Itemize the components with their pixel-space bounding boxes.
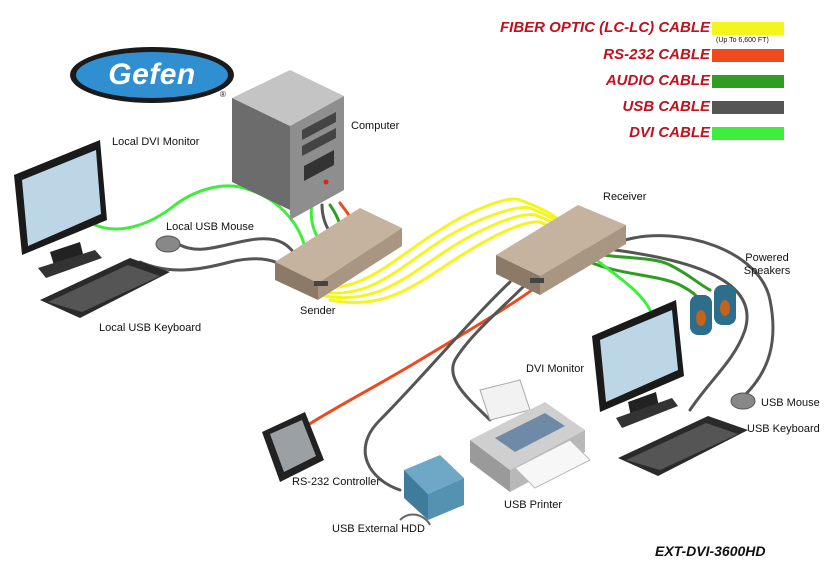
remote-usb-keyboard	[618, 416, 748, 476]
label-computer: Computer	[351, 120, 400, 132]
usb-printer	[451, 283, 527, 422]
usb-hdd	[363, 280, 512, 492]
label-local-usb-mouse: Local USB Mouse	[166, 221, 255, 233]
legend-swatch-audio	[712, 75, 784, 88]
legend-label-usb: USB CABLE	[622, 98, 710, 115]
legend-swatch-rs232	[712, 49, 784, 62]
label-sender: Sender	[300, 305, 336, 317]
label-usb-keyboard: USB Keyboard	[747, 423, 820, 435]
local-usb-mouse	[155, 235, 181, 253]
usb-cables	[138, 203, 775, 492]
label-powered-speakers-1: Powered	[745, 252, 789, 264]
dvi-local-monitor	[93, 184, 307, 250]
receiver-box	[496, 205, 626, 295]
legend-swatch-fiber	[712, 22, 784, 35]
label-local-dvi-monitor: Local DVI Monitor	[112, 136, 200, 148]
registered-mark: ®	[220, 90, 226, 99]
dvi-computer	[309, 203, 320, 240]
legend-label-rs232: RS-232 CABLE	[603, 46, 710, 63]
computer-tower	[232, 70, 344, 220]
dvi-remote-monitor	[588, 253, 652, 312]
legend-label-dvi: DVI CABLE	[629, 124, 710, 141]
sender-box	[275, 208, 402, 300]
usb-local-mouse	[178, 237, 302, 264]
rs232-controller-device	[262, 412, 324, 482]
label-usb-printer: USB Printer	[504, 499, 563, 511]
model-number: EXT-DVI-3600HD	[655, 543, 766, 559]
usb-remote-mouse	[623, 234, 775, 397]
label-rs232-controller: RS-232 Controller	[292, 476, 381, 488]
remote-dvi-monitor	[592, 300, 684, 428]
remote-usb-mouse	[730, 392, 756, 410]
label-local-usb-keyboard: Local USB Keyboard	[99, 322, 202, 334]
legend-swatch-dvi	[712, 127, 784, 140]
rs232-cable-line	[298, 280, 545, 432]
brand-logo-text: Gefen	[108, 58, 196, 91]
local-usb-keyboard	[40, 258, 170, 318]
legend-label-audio: AUDIO CABLE	[605, 72, 710, 89]
label-powered-speakers-2: Speakers	[743, 265, 791, 277]
usb-remote-keyboard	[613, 248, 749, 412]
fiber-cable-1	[298, 197, 566, 290]
powered-speakers	[690, 285, 736, 335]
gefen-logo	[70, 47, 234, 103]
legend-label-fiber: FIBER OPTIC (LC-LC) CABLE	[500, 19, 710, 36]
label-receiver: Receiver	[603, 191, 647, 203]
brand-logo: Gefen	[72, 49, 232, 101]
legend-swatch-usb	[712, 101, 784, 114]
label-dvi-monitor: DVI Monitor	[526, 363, 585, 375]
local-dvi-monitor	[14, 140, 107, 278]
usb-printer-device	[470, 379, 591, 492]
legend-note-fiber: (Up To 6,600 FT)	[716, 37, 769, 44]
usb-external-hdd-device	[399, 455, 464, 526]
label-usb-mouse: USB Mouse	[761, 397, 820, 409]
label-usb-external-hdd: USB External HDD	[332, 523, 425, 535]
